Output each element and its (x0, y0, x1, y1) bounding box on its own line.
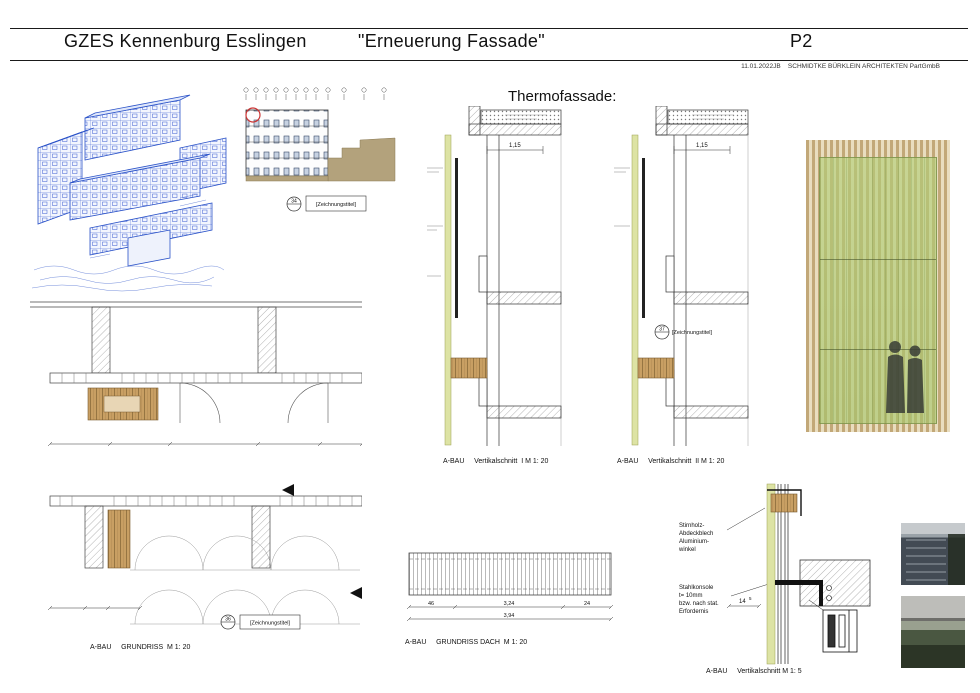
marker-number: 37 (659, 327, 665, 333)
sheet-title-project: GZES Kennenburg Esslingen (64, 31, 307, 51)
drawing-marker: 34 (286, 196, 302, 212)
roof-dim-2: 3,24 (504, 601, 515, 607)
plan-detail-upper (30, 301, 362, 447)
caption-grundriss: A-BAU GRUNDRISS M 1: 20 (90, 644, 191, 651)
sketch-buildings (37, 94, 227, 267)
steel-console (775, 580, 823, 585)
roof-dim-3: 24 (584, 601, 590, 607)
dimension-line (47, 441, 362, 447)
ground-band (245, 175, 329, 182)
photo-window-texture (906, 537, 946, 582)
dimension-lines (673, 146, 731, 154)
anchor-bolts (826, 585, 832, 601)
grundriss-plan: 36 [Zeichnungstitel] (47, 484, 362, 630)
plan-structure (49, 495, 362, 569)
insulation-strip (631, 134, 639, 446)
door-swings (179, 382, 329, 424)
annotation-stahlkonsole: Stahlkonsole t= 10mm bzw. nach stat. Erf… (679, 585, 719, 616)
title-box (305, 195, 367, 212)
detail-drawing: 14 5 (726, 483, 871, 665)
roof-dim-1: 46 (428, 601, 434, 607)
isometric-sketch (31, 94, 227, 292)
mullion-ticks (61, 373, 343, 383)
dim-5-text: 5 (749, 596, 752, 601)
micro-annotations (614, 114, 734, 227)
dim-115-text: 1,15 (696, 143, 708, 149)
steel-profile (455, 158, 458, 318)
sheet-credit: 11.01.2022JB SCHMIDTKE BÜRKLEIN ARCHITEK… (741, 63, 940, 70)
terrain-profile (327, 137, 396, 182)
grid-axes (243, 87, 387, 100)
caption-section-ii: A-BAU Vertikalschnitt II M 1: 20 (617, 458, 725, 465)
drawing-marker: 37 (654, 324, 670, 340)
photo-building-1 (901, 523, 965, 585)
title-box (239, 614, 301, 630)
wood-block (637, 357, 675, 379)
drawing-marker: 36 (220, 614, 236, 630)
caption-grundriss-dach: A-BAU GRUNDRISS DACH M 1: 20 (405, 639, 528, 646)
balcony-slab-line (820, 258, 936, 260)
thermofassade-heading: Thermofassade: (508, 88, 617, 105)
dimension-14 (726, 603, 762, 609)
wood-inner-panel (103, 395, 141, 413)
aluminium-angle (767, 489, 802, 516)
railing-line (820, 348, 936, 350)
window-frame-detail (808, 599, 858, 653)
vault-arcs (130, 535, 360, 625)
section-structure (655, 106, 749, 446)
roof-dim-total: 3,94 (504, 613, 515, 619)
section-cut-triangle-right (350, 587, 362, 599)
section-cut-triangle-top (282, 484, 294, 496)
red-highlight-circle (245, 107, 261, 123)
insulation-strip (444, 134, 452, 446)
roof-plan: 46 3,24 24 3,94 (406, 552, 614, 622)
dim-115-text: 1,15 (509, 143, 521, 149)
section-structure (468, 106, 562, 446)
facade-rendering (806, 140, 950, 432)
hidden-lines (409, 558, 611, 590)
elevation-building (245, 109, 329, 177)
glass-facade (819, 157, 937, 424)
dimension-lines (406, 604, 614, 622)
header-rule-bottom (10, 60, 968, 61)
wood-slat-element (107, 509, 131, 569)
steel-plate (819, 580, 823, 606)
title-box-label: [Zeichnungstitel] (250, 621, 291, 627)
sketch-landscape (31, 193, 225, 292)
vertical-section-ii: 1,15 37 [Zeichnungstitel] (614, 106, 749, 446)
vertical-section-i: 1,15 (427, 106, 562, 446)
plan-structure (30, 301, 362, 384)
dimension-lines (486, 146, 544, 154)
sheet-title-subject: "Erneuerung Fassade" (358, 31, 545, 51)
title-box-label: [Zeichnungstitel] (316, 202, 357, 208)
caption-detail: A-BAU Vertikalschnitt M 1: 5 (706, 668, 802, 675)
elevation-drawing: 34 [Zeichnungstitel] (243, 87, 396, 212)
dimension-line (47, 605, 143, 611)
header-rule-top (10, 28, 968, 29)
title-box-label: [Zeichnungstitel] (672, 330, 713, 336)
roof-slats (408, 552, 612, 596)
photo-trees (948, 534, 965, 585)
facade-layers (777, 484, 789, 664)
caption-section-i: A-BAU Vertikalschnitt I M 1: 20 (443, 458, 549, 465)
marker-number: 34 (291, 199, 297, 205)
stirnholz-cap (770, 493, 798, 513)
sheet-number: P2 (790, 31, 813, 51)
photo-concrete-band (901, 617, 965, 622)
mullion-ticks (59, 496, 353, 506)
marker-number: 36 (225, 617, 231, 623)
photo-building-2 (901, 596, 965, 668)
wood-block (450, 357, 488, 379)
dim-14-text: 14 (739, 599, 746, 605)
annotation-stirnholz: Stirnholz- Abdeckblech Aluminium- winkel (679, 523, 714, 554)
insulation-strip (766, 483, 776, 665)
people-silhouettes (886, 341, 925, 413)
steel-profile (642, 158, 645, 318)
floor-lines (246, 125, 328, 159)
detail-panel: Stirnholz- Abdeckblech Aluminium- winkel… (655, 478, 890, 670)
micro-annotations (427, 114, 547, 277)
